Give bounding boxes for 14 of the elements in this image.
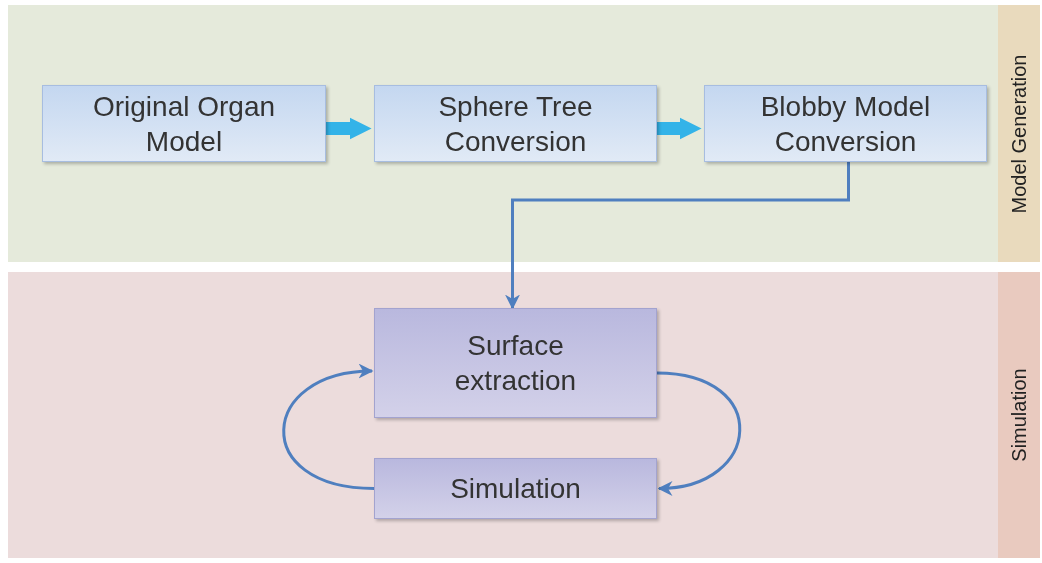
arrow [505, 162, 850, 310]
process-box: Simulation [374, 458, 657, 519]
process-box: Blobby Model Conversion [704, 85, 987, 162]
section-band [8, 272, 1040, 558]
arrow [656, 371, 742, 495]
section-label: Simulation [1007, 368, 1031, 462]
process-box: Original Organ Model [42, 85, 326, 162]
arrow [282, 364, 375, 490]
section-band [8, 5, 1040, 262]
block-arrow [326, 117, 372, 140]
process-box: Surface extraction [374, 308, 657, 418]
process-box: Sphere Tree Conversion [374, 85, 657, 162]
section-label: Model Generation [1007, 54, 1031, 213]
block-arrow [657, 117, 702, 140]
